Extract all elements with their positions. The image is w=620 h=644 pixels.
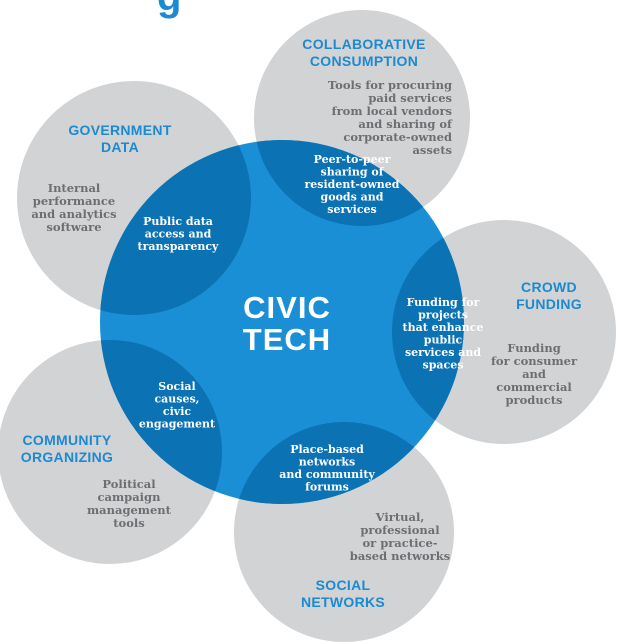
desc-collaborative-consumption-line: and sharing of: [358, 117, 453, 131]
overlap-label-community-line: Social: [158, 380, 195, 393]
desc-crowd-funding-line: products: [506, 393, 563, 407]
heading-government-data-line: GOVERNMENT: [68, 122, 171, 138]
overlap-label-crowd-line: Funding for: [407, 296, 480, 309]
desc-social-networks-line: professional: [360, 523, 440, 537]
overlap-label-government-line: access and: [145, 228, 212, 241]
overlap-label-community-line: engagement: [139, 418, 216, 431]
desc-collaborative-consumption-line: Tools for procuring: [328, 78, 452, 92]
desc-community-organizing-line: Political: [102, 477, 156, 491]
overlap-label-community-line: civic: [163, 405, 191, 418]
desc-crowd-funding-line: and: [522, 367, 546, 381]
overlap-label-collaborative-line: goods and: [321, 191, 384, 204]
desc-government-data-line: and analytics: [31, 207, 116, 221]
desc-government-data-line: Internal: [48, 181, 101, 195]
desc-government-data-line: performance: [33, 194, 115, 208]
desc-collaborative-consumption-line: from local vendors: [332, 104, 452, 118]
desc-social-networks-line: Virtual,: [375, 510, 425, 524]
desc-crowd-funding-line: commercial: [496, 380, 572, 394]
overlap-label-crowd-line: services and: [405, 346, 481, 359]
overlap-label-crowd-line: that enhance: [403, 321, 484, 334]
overlap-label-government-line: transparency: [138, 240, 220, 253]
overlap-label-social-line: networks: [299, 456, 356, 469]
desc-crowd-funding-line: for consumer: [491, 354, 578, 368]
overlap-label-crowd-line: public: [424, 334, 463, 347]
desc-social-networks-line: based networks: [350, 549, 450, 563]
heading-community-organizing-line: COMMUNITY: [22, 432, 111, 448]
desc-government-data-line: software: [46, 220, 101, 234]
desc-community-organizing-line: campaign: [98, 490, 162, 504]
heading-community-organizing-line: ORGANIZING: [21, 449, 113, 465]
overlap-label-social-line: Place-based: [290, 443, 364, 456]
overlap-label-social-line: forums: [305, 481, 349, 494]
overlap-label-collaborative-line: Peer-to-peer: [314, 153, 391, 166]
desc-community-organizing-line: management: [87, 503, 172, 517]
heading-government-data-line: DATA: [101, 139, 139, 155]
heading-social-networks-line: SOCIAL: [316, 577, 371, 593]
heading-collaborative-consumption-line: CONSUMPTION: [310, 53, 418, 69]
header-fragment: g: [157, 0, 181, 19]
overlap-label-community-line: causes,: [154, 393, 199, 406]
desc-social-networks-line: or practice-: [362, 536, 437, 550]
overlap-crowd: [392, 220, 464, 444]
desc-collaborative-consumption-line: corporate-owned: [343, 130, 452, 144]
center-label-line1: CIVIC: [243, 290, 331, 325]
desc-collaborative-consumption-line: paid services: [368, 91, 452, 105]
overlap-label-collaborative-line: resident-owned: [305, 178, 400, 191]
overlap-label-social-line: and community: [279, 468, 375, 481]
overlap-label-collaborative-line: services: [327, 203, 376, 216]
overlap-label-government-line: Public data: [143, 215, 213, 228]
heading-crowd-funding-line: FUNDING: [516, 296, 582, 312]
heading-collaborative-consumption-line: COLLABORATIVE: [302, 36, 425, 52]
heading-crowd-funding-line: CROWD: [521, 279, 577, 295]
desc-community-organizing-line: tools: [113, 516, 145, 530]
overlap-label-crowd-line: spaces: [423, 359, 464, 372]
center-label: CIVIC TECH: [243, 290, 331, 357]
heading-social-networks-line: NETWORKS: [301, 594, 385, 610]
overlap-label-crowd-line: projects: [418, 309, 468, 322]
desc-crowd-funding-line: Funding: [507, 341, 561, 355]
center-label-line2: TECH: [243, 322, 331, 357]
overlap-label-collaborative-line: sharing of: [321, 166, 385, 179]
desc-collaborative-consumption-line: assets: [412, 143, 452, 157]
